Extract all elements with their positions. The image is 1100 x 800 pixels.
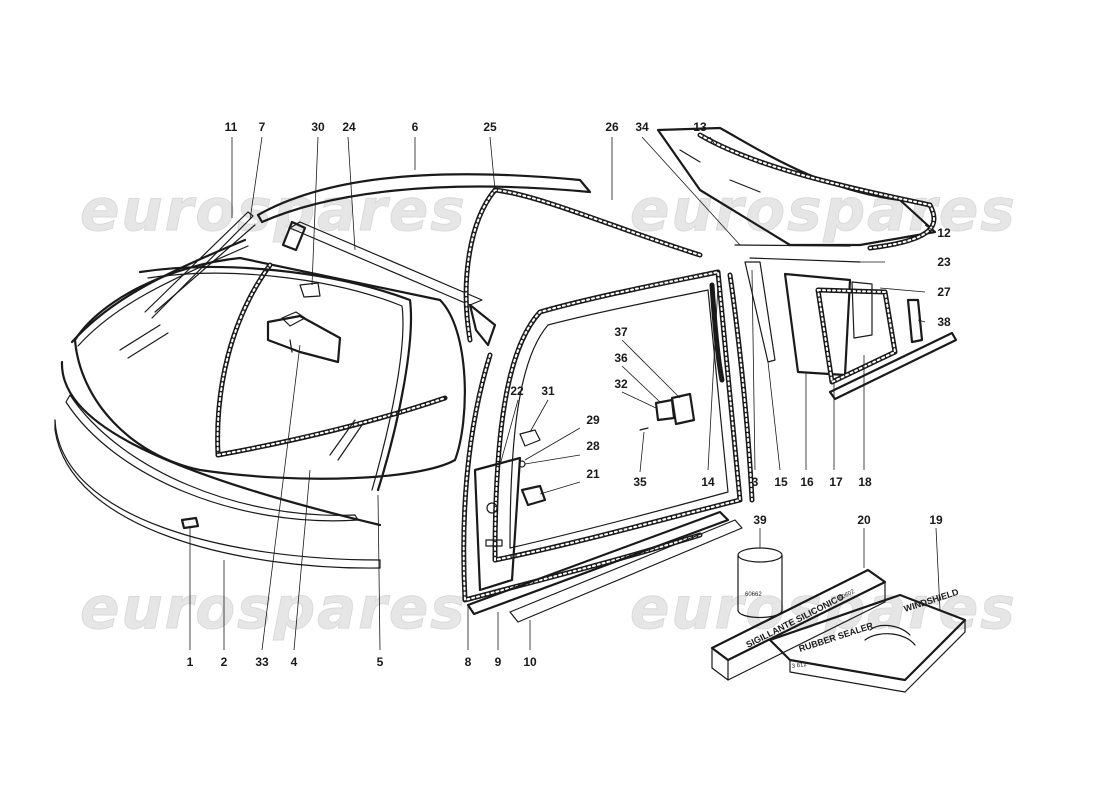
callout-4: 4 xyxy=(291,655,298,669)
door-panel-22 xyxy=(473,456,522,592)
callout-17: 17 xyxy=(829,475,843,489)
callout-29: 29 xyxy=(586,413,600,427)
lower-trim-2 xyxy=(54,419,381,561)
callout-23: 23 xyxy=(937,255,951,269)
callout-21: 21 xyxy=(586,467,600,481)
sill-trim-10 xyxy=(509,519,743,623)
callout-18: 18 xyxy=(858,475,872,489)
callout-36: 36 xyxy=(614,351,628,365)
strip-15 xyxy=(744,261,776,363)
channel-27 xyxy=(851,281,873,339)
callout-24: 24 xyxy=(342,120,356,134)
rear-window xyxy=(656,126,937,263)
seal-38 xyxy=(906,298,924,344)
callout-9: 9 xyxy=(495,655,502,669)
box-code: 3 612 xyxy=(791,662,807,670)
watermark-text: eurospares xyxy=(630,574,1017,642)
rear-view-mirror xyxy=(266,314,342,364)
rubber-sealer-box-19 xyxy=(768,593,967,682)
watermark-group: eurospares eurospares eurospares eurospa… xyxy=(80,176,1017,643)
lower-trim-2-edge xyxy=(54,429,381,569)
bracket-30 xyxy=(299,282,321,298)
sill-trim-9 xyxy=(466,510,730,616)
callout-2: 2 xyxy=(221,655,228,669)
callout-39: 39 xyxy=(753,513,767,527)
callout-26: 26 xyxy=(605,120,619,134)
door-window-seal xyxy=(492,269,743,563)
callout-34: 34 xyxy=(635,120,649,134)
callout-7: 7 xyxy=(259,120,266,134)
callout-22: 22 xyxy=(510,384,524,398)
callout-30: 30 xyxy=(311,120,325,134)
callout-6: 6 xyxy=(412,120,419,134)
roof-rail-group xyxy=(256,173,592,347)
roof-seal-6 xyxy=(256,173,592,224)
windshield-seal xyxy=(215,262,273,458)
callout-15: 15 xyxy=(774,475,788,489)
callout-8: 8 xyxy=(465,655,472,669)
latch-36 xyxy=(654,398,676,422)
callout-32: 32 xyxy=(614,377,628,391)
callout-3: 3 xyxy=(752,475,759,489)
a-pillar-trim xyxy=(138,265,413,492)
callout-28: 28 xyxy=(586,439,600,453)
callout-12: 12 xyxy=(937,226,951,240)
callout-27: 27 xyxy=(937,285,951,299)
watermark-text: eurospares xyxy=(80,176,467,244)
watermark-text: eurospares xyxy=(80,574,467,642)
callout-14: 14 xyxy=(701,475,715,489)
callout-19: 19 xyxy=(929,513,943,527)
callout-13: 13 xyxy=(693,120,707,134)
callout-5: 5 xyxy=(377,655,384,669)
trim-strip xyxy=(65,394,359,522)
seal-14 xyxy=(709,282,725,383)
screw-35 xyxy=(639,427,649,431)
callout-33: 33 xyxy=(255,655,269,669)
callout-31: 31 xyxy=(541,384,555,398)
strip-23 xyxy=(749,257,861,263)
lock-21 xyxy=(520,484,547,507)
sealant-can-39 xyxy=(737,547,783,563)
windshield-assembly xyxy=(54,211,466,569)
lower-trim-upper xyxy=(60,360,382,527)
callout-10: 10 xyxy=(523,655,537,669)
strip-18 xyxy=(828,331,958,401)
callout-25: 25 xyxy=(483,120,497,134)
callout-35: 35 xyxy=(633,475,647,489)
callout-11: 11 xyxy=(225,120,238,134)
door-frame xyxy=(466,269,755,623)
hinge-37 xyxy=(670,392,696,426)
seal-3 xyxy=(727,272,755,503)
watermark-text: eurospares xyxy=(630,176,1017,244)
clip-1 xyxy=(180,516,200,530)
callout-16: 16 xyxy=(800,475,814,489)
callout-37: 37 xyxy=(614,325,628,339)
callout-labels: 11 7 30 24 6 25 26 34 13 12 23 27 38 37 … xyxy=(187,120,951,669)
quarter-window xyxy=(744,261,958,401)
strip-34 xyxy=(734,244,851,247)
bolt-31 xyxy=(519,429,541,447)
callout-38: 38 xyxy=(937,315,951,329)
upper-trim-11 xyxy=(70,238,247,344)
can-code: 60662 xyxy=(745,592,762,598)
callout-1: 1 xyxy=(187,655,194,669)
leader-lines xyxy=(189,136,941,651)
callout-20: 20 xyxy=(857,513,871,527)
